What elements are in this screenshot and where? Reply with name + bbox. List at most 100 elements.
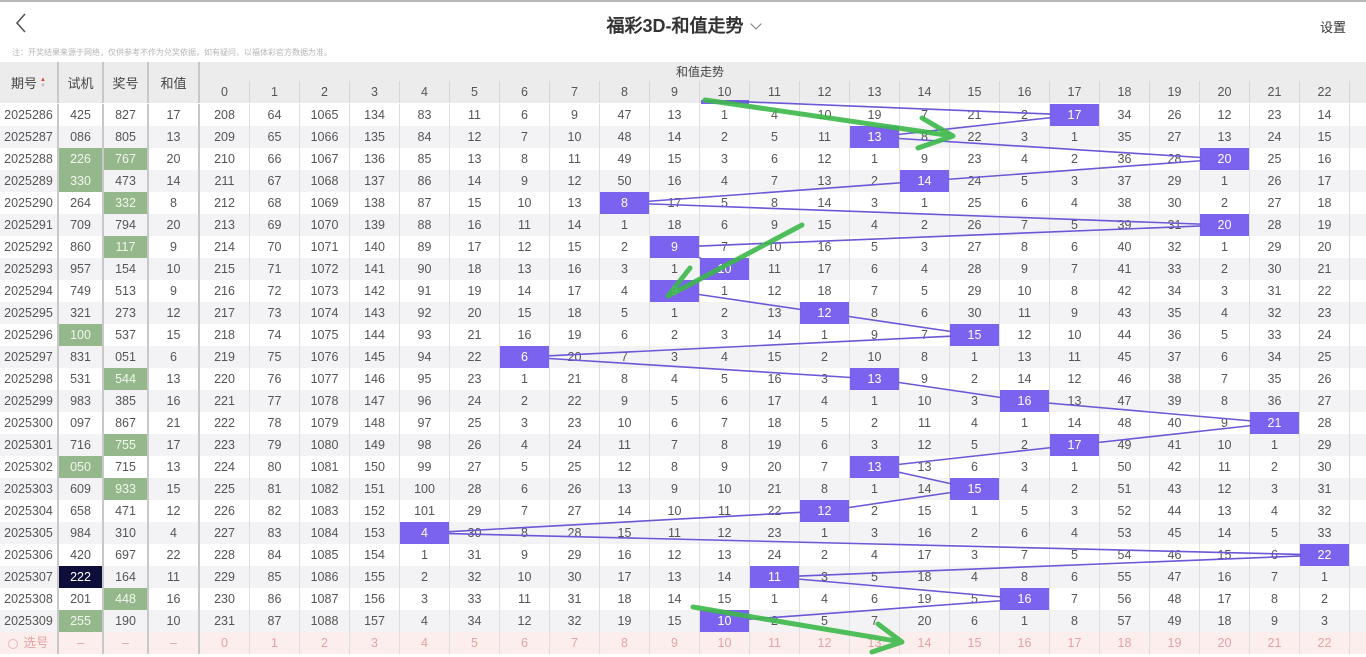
omission-cell: 1085: [300, 544, 350, 566]
sum-hit-cell: 4: [400, 522, 450, 544]
omission-cell: 37: [1100, 170, 1150, 192]
omission-cell: 99: [400, 456, 450, 478]
omission-cell: 211: [200, 170, 250, 192]
omission-cell: 4: [500, 434, 550, 456]
select-number-button[interactable]: 16: [1000, 632, 1050, 654]
omission-cell: 14: [650, 126, 700, 148]
omission-cell: 5: [500, 456, 550, 478]
omission-cell: 19: [900, 588, 950, 610]
radio-icon[interactable]: [8, 638, 19, 649]
omission-cell: 5: [1050, 544, 1100, 566]
omission-cell: 2: [1000, 104, 1050, 126]
select-label[interactable]: 选号: [0, 632, 59, 654]
omission-cell: 27: [1150, 126, 1200, 148]
sum-value-cell: 11: [149, 566, 200, 588]
select-number-button[interactable]: 1: [250, 632, 300, 654]
omission-cell: 15: [1200, 544, 1250, 566]
select-number-button[interactable]: 10: [700, 632, 750, 654]
omission-cell: 21: [1300, 258, 1350, 280]
select-number-button[interactable]: 0: [200, 632, 250, 654]
issue-cell: 2025294: [0, 280, 59, 302]
column-header-prize: 奖号: [104, 62, 149, 103]
sum-hit-cell: 16: [1000, 588, 1050, 610]
column-header-issue[interactable]: 期号▲▼: [0, 62, 59, 103]
omission-cell: 12: [500, 610, 550, 632]
omission-cell: 6: [700, 214, 750, 236]
omission-cell: 1: [600, 214, 650, 236]
omission-cell: 29: [1150, 170, 1200, 192]
trial-number-cell: 097: [59, 412, 104, 434]
select-number-button[interactable]: 18: [1100, 632, 1150, 654]
trial-number-cell: 100: [59, 324, 104, 346]
prize-number-cell: 310: [104, 522, 149, 544]
select-number-button[interactable]: 7: [550, 632, 600, 654]
omission-cell: 24: [1300, 324, 1350, 346]
omission-cell: 3: [650, 346, 700, 368]
select-number-button[interactable]: 2: [300, 632, 350, 654]
omission-cell: 26: [950, 214, 1000, 236]
chevron-left-icon[interactable]: [12, 10, 32, 36]
settings-button[interactable]: 设置: [1319, 20, 1346, 35]
omission-cell: 14: [700, 566, 750, 588]
select-number-button[interactable]: 17: [1050, 632, 1100, 654]
omission-cell: 153: [350, 522, 400, 544]
omission-cell: 7: [500, 500, 550, 522]
omission-cell: 6: [800, 434, 850, 456]
select-number-button[interactable]: 13: [850, 632, 900, 654]
omission-cell: 42: [1150, 456, 1200, 478]
select-number-button[interactable]: 9: [650, 632, 700, 654]
omission-cell: 3: [1000, 456, 1050, 478]
omission-cell: 18: [550, 302, 600, 324]
omission-cell: 2: [700, 302, 750, 324]
select-number-button[interactable]: 5: [450, 632, 500, 654]
sort-icon[interactable]: ▲▼: [40, 76, 46, 89]
row-filler: [1350, 368, 1366, 390]
omission-cell: 27: [1250, 192, 1300, 214]
omission-cell: 95: [400, 368, 450, 390]
select-number-button[interactable]: 11: [750, 632, 800, 654]
select-number-button[interactable]: 4: [400, 632, 450, 654]
trial-number-cell: 749: [59, 280, 104, 302]
issue-cell: 2025301: [0, 434, 59, 456]
trial-number-cell: 050: [59, 456, 104, 478]
sum-value-cell: 9: [149, 236, 200, 258]
omission-cell: 9: [650, 478, 700, 500]
omission-cell: 3: [800, 566, 850, 588]
omission-cell: 1: [1050, 126, 1100, 148]
select-number-button[interactable]: 15: [950, 632, 1000, 654]
select-number-button[interactable]: 3: [350, 632, 400, 654]
select-number-button[interactable]: 19: [1150, 632, 1200, 654]
omission-cell: 30: [950, 302, 1000, 324]
omission-cell: 38: [1100, 192, 1150, 214]
sum-hit-cell: 10: [700, 258, 750, 280]
title-text: 福彩3D-和值走势: [606, 16, 744, 36]
select-number-button[interactable]: 6: [500, 632, 550, 654]
select-number-button[interactable]: 20: [1200, 632, 1250, 654]
sum-value-cell: 13: [149, 126, 200, 148]
select-number-button[interactable]: 8: [600, 632, 650, 654]
omission-cell: 93: [400, 324, 450, 346]
omission-cell: 22: [550, 390, 600, 412]
omission-cell: 27: [550, 500, 600, 522]
omission-cell: 68: [250, 192, 300, 214]
omission-cell: 84: [250, 544, 300, 566]
omission-cell: 8: [1200, 390, 1250, 412]
select-number-button[interactable]: 21: [1250, 632, 1300, 654]
prize-number-cell: 190: [104, 610, 149, 632]
omission-cell: 141: [350, 258, 400, 280]
select-number-button[interactable]: 14: [900, 632, 950, 654]
sum-hit-cell: 15: [950, 478, 1000, 500]
omission-cell: 9: [600, 390, 650, 412]
omission-cell: 14: [650, 588, 700, 610]
sum-hit-cell: 17: [1050, 104, 1100, 126]
omission-cell: 215: [200, 258, 250, 280]
page-title[interactable]: 福彩3D-和值走势: [0, 12, 1366, 38]
select-number-button[interactable]: 22: [1300, 632, 1350, 654]
omission-cell: 20: [450, 302, 500, 324]
trend-column-header: 21: [1250, 81, 1300, 103]
select-number-button[interactable]: 12: [800, 632, 850, 654]
sum-hit-cell: 8: [600, 192, 650, 214]
row-filler: [1350, 456, 1366, 478]
omission-cell: 24: [950, 170, 1000, 192]
